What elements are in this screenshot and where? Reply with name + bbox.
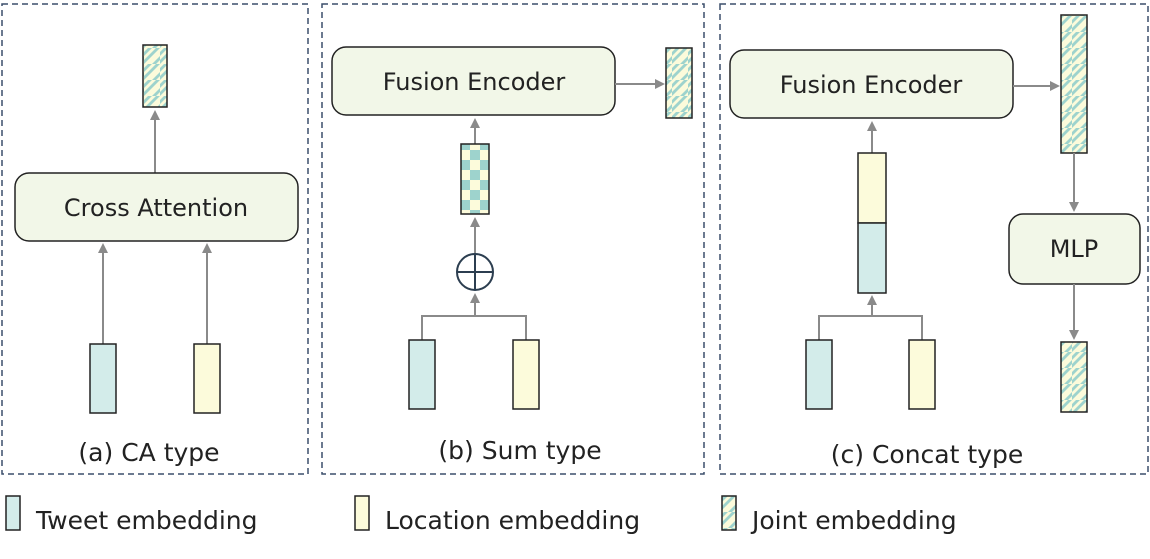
legend-tweet-label: Tweet embedding (36, 506, 258, 535)
panel-c-concat-embedding (857, 152, 887, 294)
panel-b-summed-embedding (460, 143, 490, 215)
panel-b-location-embedding (512, 339, 540, 410)
panel-c-frame (719, 3, 1149, 475)
panel-a-cross-attention-box (14, 172, 299, 242)
panel-c-final-joint-embedding (1060, 341, 1088, 413)
legend-joint-label: Joint embedding (752, 506, 957, 535)
panel-b-tweet-embedding (408, 339, 436, 410)
panel-b-frame (321, 3, 705, 475)
panel-c-fusion-encoder-box (729, 49, 1014, 119)
mlp-label: MLP (1049, 235, 1099, 263)
panel-b-fusion-encoder-box (331, 46, 616, 116)
panel-b-caption: (b) Sum type (438, 436, 602, 465)
panel-a-tweet-embedding (89, 343, 117, 414)
legend-location-swatch (354, 495, 370, 531)
panel-b-fusion-encoder-label: Fusion Encoder (382, 68, 566, 96)
panel-a-location-embedding (193, 343, 221, 414)
panel-a-frame (1, 3, 309, 475)
legend-tweet-swatch (5, 495, 21, 531)
panel-a-output-joint-embedding (142, 44, 168, 108)
panel-c-branch-lines (818, 315, 923, 340)
panel-c-tweet-embedding (805, 339, 833, 410)
panel-c-output-joint-embedding (1060, 14, 1088, 154)
panel-c-caption: (c) Concat type (830, 440, 1024, 469)
panel-b-branch-lines (421, 315, 527, 340)
legend-joint-swatch (721, 495, 737, 531)
panel-a-caption: (a) CA type (78, 438, 220, 467)
legend-location-label: Location embedding (385, 506, 641, 535)
panel-c-fusion-encoder-label: Fusion Encoder (779, 71, 963, 99)
cross-attention-label: Cross Attention (63, 194, 249, 222)
panel-c-location-embedding (908, 339, 936, 410)
panel-b-output-joint-embedding (665, 47, 693, 119)
panel-b-sum-icon (456, 253, 494, 291)
